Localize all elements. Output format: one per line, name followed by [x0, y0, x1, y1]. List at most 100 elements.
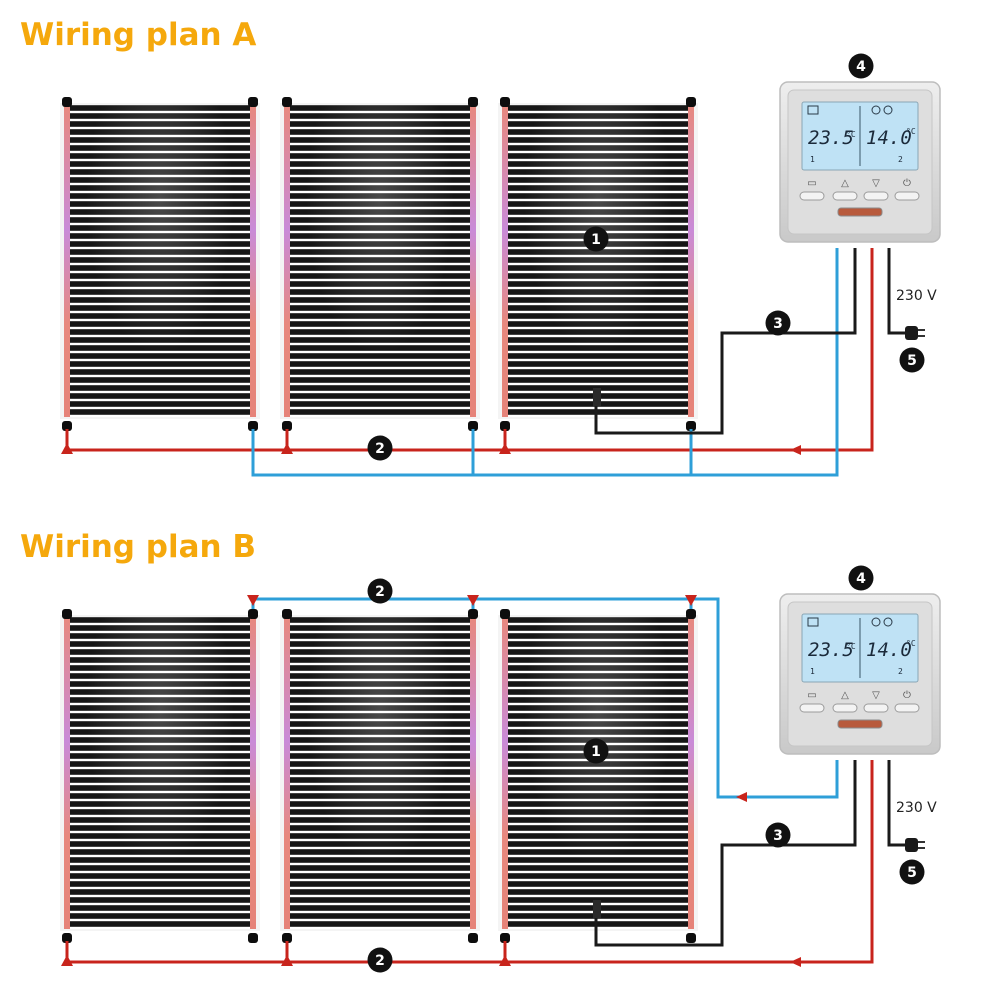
film-glare	[524, 617, 672, 929]
terminal-clip	[500, 97, 510, 107]
badge-number: 4	[856, 571, 866, 587]
up-arrow-icon: △	[841, 690, 849, 701]
voltage-label: 230 V	[896, 800, 937, 816]
zone-left-label: 1	[810, 155, 815, 164]
room-temperature-unit: °C	[846, 130, 856, 139]
copper-strip-left	[284, 617, 290, 929]
set-temperature: 14.0	[866, 639, 912, 661]
thermostat-button	[799, 703, 825, 713]
badge-number: 2	[375, 584, 385, 600]
heating-film-panel	[280, 609, 480, 943]
terminal-clip	[500, 933, 510, 943]
badge-number: 1	[591, 232, 601, 248]
badge-number: 5	[907, 865, 917, 881]
badge-circle	[848, 565, 874, 591]
copper-strip-right	[688, 617, 694, 929]
arrow-marker	[736, 792, 747, 802]
terminal-clip	[468, 609, 478, 619]
terminal-clip	[248, 609, 258, 619]
badge-plug: 5	[899, 859, 925, 885]
badge-sensor: 3	[765, 822, 791, 848]
thermostat-slot	[837, 719, 883, 729]
terminal-clip	[468, 97, 478, 107]
terminal-clip	[282, 421, 292, 431]
power-cable	[887, 760, 908, 847]
film-glare	[524, 105, 672, 417]
thermostat-button	[863, 703, 889, 713]
film-glare	[86, 105, 234, 417]
live-wire	[67, 760, 874, 964]
badge-wire: 2	[367, 435, 393, 461]
power-plug	[905, 838, 918, 852]
copper-strip-right	[470, 105, 476, 417]
badge-wire: 2	[367, 947, 393, 973]
copper-strip-right	[688, 105, 694, 417]
arrow-marker	[247, 595, 259, 606]
film-glare	[86, 617, 234, 929]
badge-number: 3	[773, 828, 783, 844]
copper-strip-left	[502, 105, 508, 417]
power-icon: ⏻	[903, 690, 911, 701]
terminal-clip	[686, 421, 696, 431]
badge-circle	[848, 53, 874, 79]
badge-number: 1	[591, 744, 601, 760]
copper-strip-left	[64, 617, 70, 929]
badge-circle	[899, 347, 925, 373]
badge-number: 2	[375, 441, 385, 457]
thermostat-button	[799, 191, 825, 201]
terminal-clip	[686, 609, 696, 619]
copper-strip-right	[250, 105, 256, 417]
voltage-label: 230 V	[896, 288, 937, 304]
power-icon: ⏻	[903, 178, 911, 189]
badge-circle	[367, 578, 393, 604]
film-glare	[306, 617, 454, 929]
film-glare	[306, 105, 454, 417]
thermostat-button	[894, 191, 920, 201]
terminal-clip	[468, 933, 478, 943]
badge-circle	[583, 226, 609, 252]
heating-film-panel	[60, 609, 260, 943]
badge-wire: 2	[367, 578, 393, 604]
set-temperature: 14.0	[866, 127, 912, 149]
thermostat-button	[832, 703, 858, 713]
live-wire	[67, 248, 874, 452]
arrow-marker	[467, 595, 479, 606]
copper-strip-right	[250, 617, 256, 929]
terminal-clip	[468, 421, 478, 431]
hand-icon	[871, 105, 881, 115]
power-cable	[887, 248, 908, 335]
power-plug	[905, 326, 918, 340]
badge-circle	[367, 947, 393, 973]
set-temperature-unit: °C	[906, 639, 916, 648]
arrow-marker	[685, 595, 697, 606]
heating-film-panel	[280, 97, 480, 431]
badge-plug: 5	[899, 347, 925, 373]
up-arrow-icon: △	[841, 178, 849, 189]
copper-strip-right	[470, 617, 476, 929]
temperature-sensor	[593, 900, 601, 918]
terminal-clip	[282, 97, 292, 107]
arrow-marker	[790, 957, 801, 967]
terminal-clip	[248, 97, 258, 107]
arrow-marker	[281, 955, 293, 966]
terminal-clip	[62, 609, 72, 619]
house-icon	[807, 105, 819, 115]
set-temperature-unit: °C	[906, 127, 916, 136]
badge-circle	[765, 310, 791, 336]
badge-circle	[583, 738, 609, 764]
badge-number: 2	[375, 953, 385, 969]
terminal-clip	[62, 933, 72, 943]
thermostat-slot	[837, 207, 883, 217]
arrow-marker	[281, 443, 293, 454]
terminal-clip	[62, 421, 72, 431]
zone-right-label: 2	[898, 667, 903, 676]
thermostat-button	[894, 703, 920, 713]
house-icon	[807, 617, 819, 627]
terminal-clip	[248, 933, 258, 943]
badge-number: 4	[856, 59, 866, 75]
terminal-clip	[500, 609, 510, 619]
